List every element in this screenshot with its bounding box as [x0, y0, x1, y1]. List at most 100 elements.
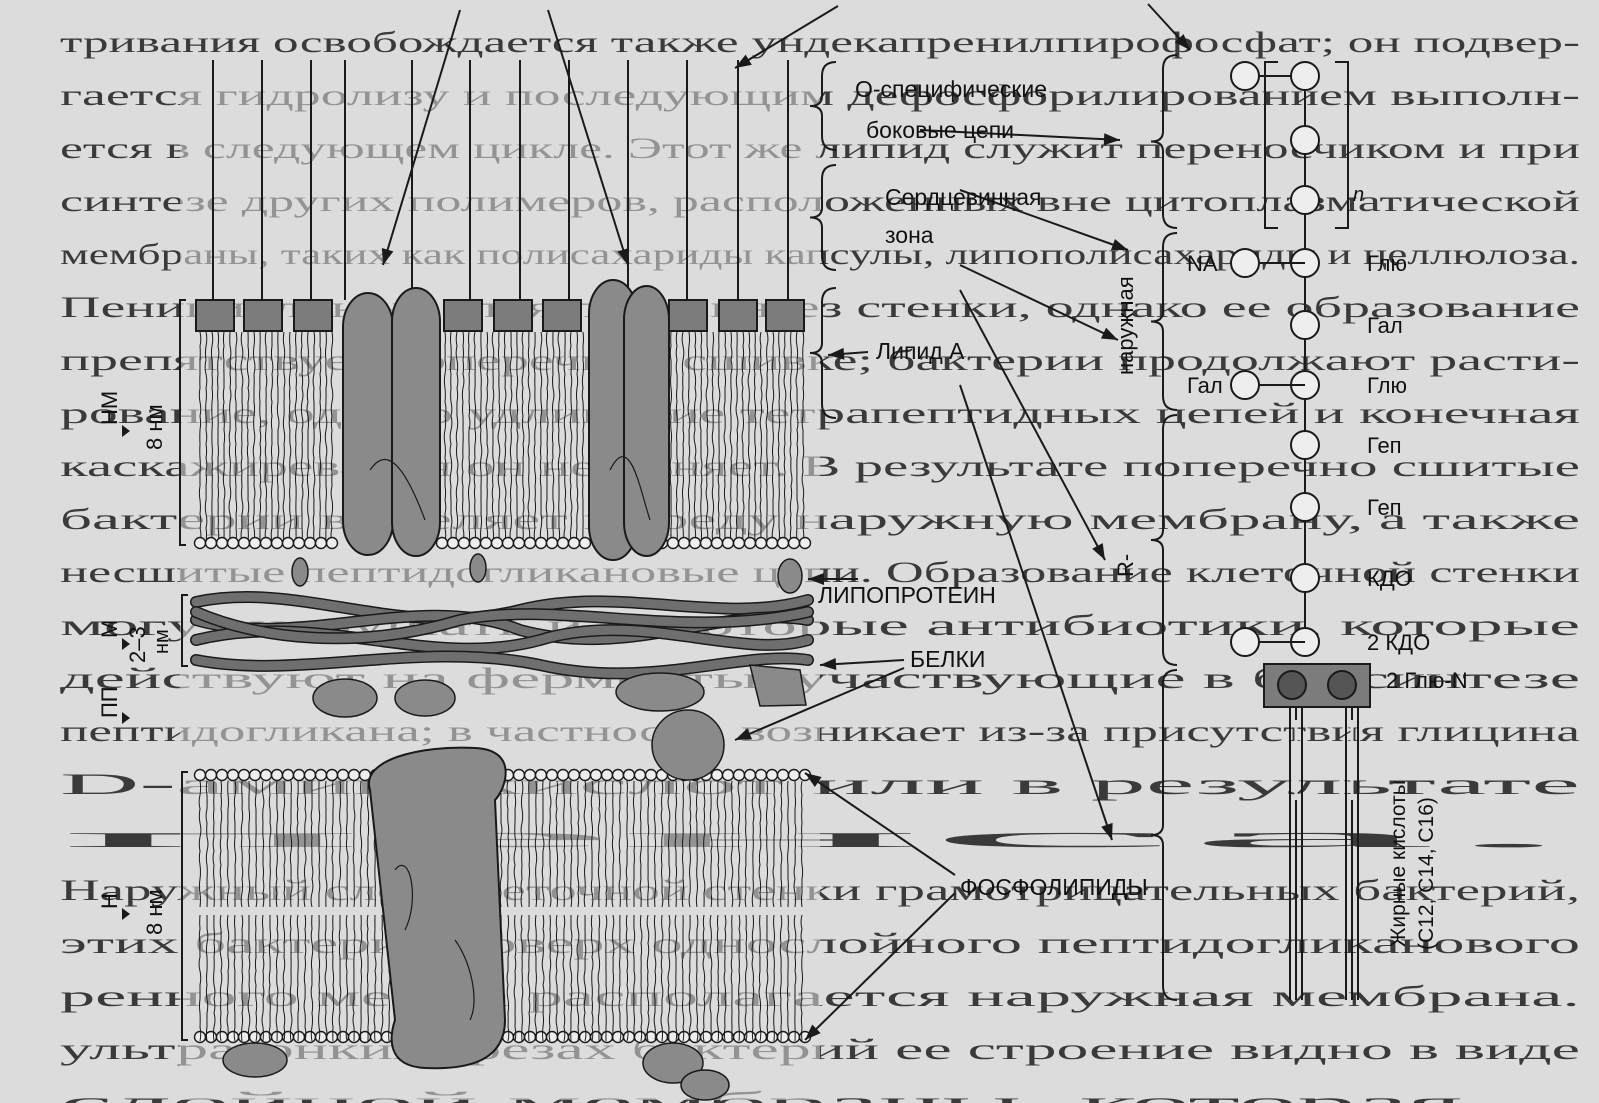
phospholipid-head	[316, 770, 327, 781]
phospholipid-head	[547, 1032, 558, 1043]
lipid-head-bead	[481, 538, 492, 549]
lipid-a-head	[196, 300, 234, 331]
phospholipid-head	[294, 1032, 305, 1043]
peripheral-protein	[652, 710, 724, 780]
lipid-a-head	[719, 300, 757, 331]
lipid-head-bead	[745, 538, 756, 549]
phospholipid-head	[250, 770, 261, 781]
phospholipid-head	[646, 770, 657, 781]
lipid-head-bead	[305, 538, 316, 549]
phospholipid-head	[217, 770, 228, 781]
phospholipid-head	[206, 770, 217, 781]
phospholipid-head	[635, 1032, 646, 1043]
phospholipid-head	[525, 770, 536, 781]
lipid-head-bead	[756, 538, 767, 549]
phospholipid-head	[767, 770, 778, 781]
phospholipid-head	[239, 1032, 250, 1043]
sugar-label-right: Гал	[1367, 313, 1403, 338]
lipid-head-bead	[580, 538, 591, 549]
sugar-residue	[1291, 564, 1319, 592]
lipid-head-bead	[283, 538, 294, 549]
phospholipid-head	[778, 1032, 789, 1043]
lipid-a-head	[766, 300, 804, 331]
label-outer-core: наружная	[1113, 276, 1138, 375]
phospholipid-head	[613, 1032, 624, 1043]
lipid-a-head	[543, 300, 581, 331]
phospholipid-head	[283, 770, 294, 781]
lipid-head-bead	[437, 538, 448, 549]
phospholipid-head	[756, 770, 767, 781]
phospholipid-head	[195, 770, 206, 781]
label-lipoprotein: ЛИПОПРОТЕИН	[818, 582, 996, 608]
label-r-marker: R-	[1113, 554, 1138, 577]
lipid-head-bead	[514, 538, 525, 549]
lipid-head-bead	[448, 538, 459, 549]
lipid-head-bead	[679, 538, 690, 549]
sugar-label-right: Геп	[1367, 495, 1402, 520]
label-repeat-n: n	[1353, 184, 1364, 206]
arrow-line	[805, 893, 955, 1040]
phospholipid-head	[602, 1032, 613, 1043]
sugar-label-right: КДО	[1367, 566, 1412, 591]
lipid-head-bead	[459, 538, 470, 549]
periplasm-protein	[616, 673, 704, 711]
label-glucosamine: 2 Глю-N	[1386, 668, 1468, 693]
lipoprotein	[292, 558, 308, 586]
sugar-residue	[1291, 62, 1319, 90]
label-lipid-a: Липид А	[876, 338, 965, 364]
lipid-head-bead	[250, 538, 261, 549]
lipid-head-bead	[690, 538, 701, 549]
lipoprotein	[470, 554, 486, 582]
layer-code-murein: М	[97, 620, 122, 638]
sugar-label-right: Глю	[1367, 251, 1407, 276]
glucosamine-residue	[1328, 671, 1356, 699]
phospholipid-head	[261, 770, 272, 781]
phospholipid-head	[558, 770, 569, 781]
label-o-specific-2: боковые цепи	[866, 117, 1014, 143]
phospholipid-head	[272, 770, 283, 781]
lipid-a-head	[244, 300, 282, 331]
sugar-label-right: 2 КДО	[1367, 630, 1430, 655]
periplasm-protein	[395, 680, 455, 716]
phospholipid-head	[239, 770, 250, 781]
phospholipid-head	[690, 1032, 701, 1043]
lipid-head-bead	[734, 538, 745, 549]
phospholipid-head	[701, 1032, 712, 1043]
label-fatty-acids-formula: (С12, С14, С16)	[1415, 797, 1438, 950]
phospholipid-head	[778, 770, 789, 781]
phospholipid-head	[228, 1032, 239, 1043]
phospholipid-head	[228, 770, 239, 781]
phospholipid-head	[371, 1032, 382, 1043]
phospholipid-head	[712, 1032, 723, 1043]
lipid-a-head	[669, 300, 707, 331]
lipid-a-head	[444, 300, 482, 331]
sugar-residue-branch	[1231, 371, 1259, 399]
phospholipid-head	[349, 770, 360, 781]
lipid-head-bead	[558, 538, 569, 549]
lipid-head-bead	[767, 538, 778, 549]
layer-thickness-murein: 2–3	[125, 626, 150, 663]
phospholipid-head	[745, 770, 756, 781]
lipid-head-bead	[217, 538, 228, 549]
porin-subunit	[343, 293, 393, 555]
cytoplasmic-protein	[681, 1070, 729, 1100]
label-proteins: БЕЛКИ	[910, 646, 985, 672]
sugar-residue	[1231, 62, 1259, 90]
layer-unit-murein: нм	[151, 629, 173, 654]
phospholipid-head	[789, 1032, 800, 1043]
sugar-label-left: NA	[1187, 251, 1218, 276]
phospholipid-head	[316, 1032, 327, 1043]
sugar-residue-branch	[1231, 249, 1259, 277]
lipid-head-bead	[492, 538, 503, 549]
label-o-specific-1: О-специфические	[855, 76, 1047, 102]
phospholipid-head	[734, 770, 745, 781]
lipid-head-bead	[195, 538, 206, 549]
lipid-head-bead	[536, 538, 547, 549]
phospholipid-head	[305, 770, 316, 781]
lipoprotein	[778, 559, 802, 593]
background-text-line: тривания освобождается также ундекапрени…	[60, 26, 1580, 59]
sugar-residue	[1291, 493, 1319, 521]
lipid-head-bead	[778, 538, 789, 549]
lipid-head-bead	[712, 538, 723, 549]
